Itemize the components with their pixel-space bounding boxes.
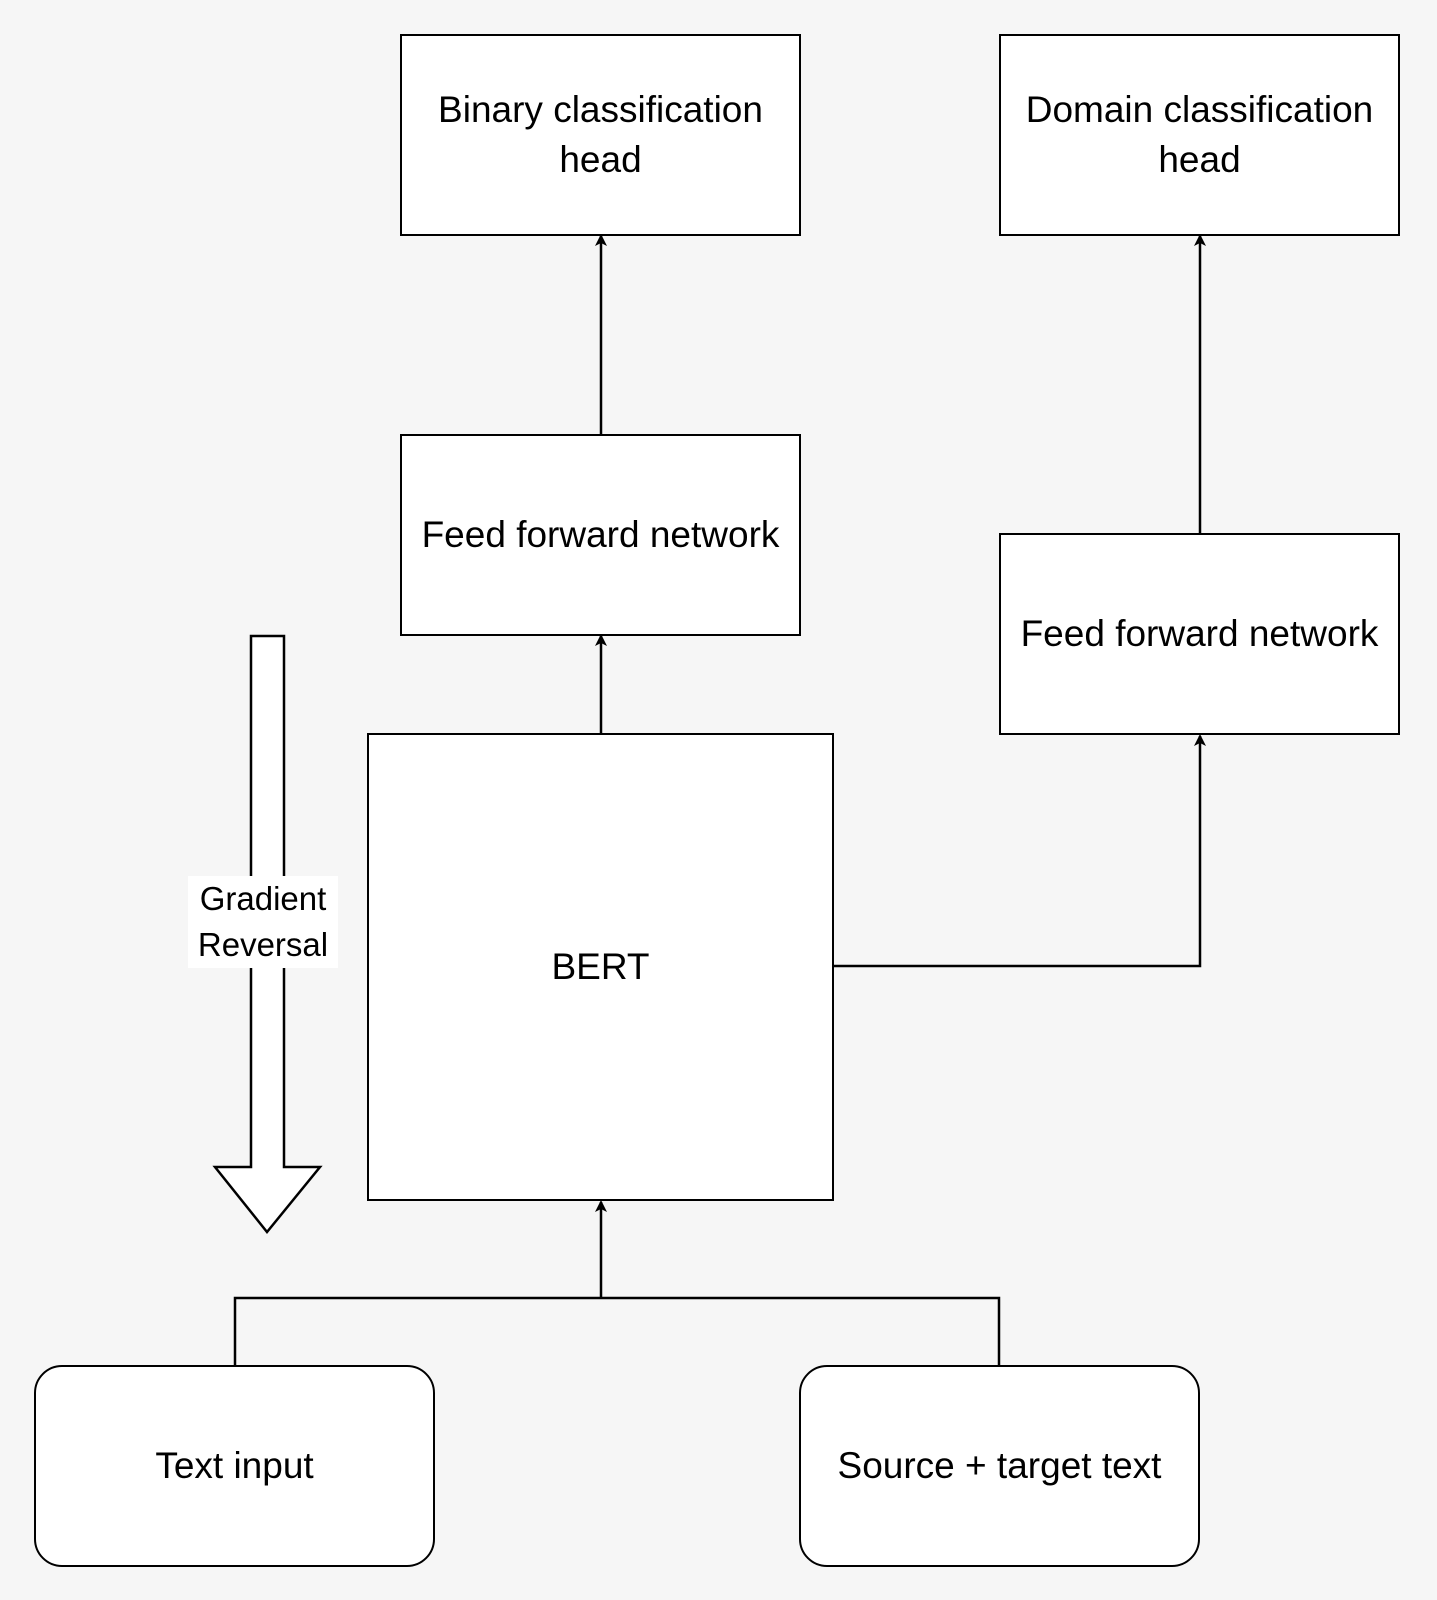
binary-classification-head-box: Binary classification head — [400, 34, 801, 236]
feed-forward-network-right-box: Feed forward network — [999, 533, 1400, 735]
text-input-label: Text input — [155, 1445, 314, 1486]
binary-classification-head-label: Binary classification head — [438, 89, 763, 180]
domain-classification-head-box: Domain classification head — [999, 34, 1400, 236]
source-target-text-label: Source + target text — [837, 1445, 1162, 1486]
bert-label: BERT — [551, 946, 650, 987]
edge-text-input-to-merge — [233, 1296, 601, 1365]
text-input-box: Text input — [34, 1365, 435, 1567]
gradient-reversal-label: Gradient Reversal — [188, 876, 338, 968]
edge-bert-to-ffn-right — [834, 734, 1206, 968]
feed-forward-network-left-label: Feed forward network — [421, 514, 780, 555]
source-target-text-box: Source + target text — [799, 1365, 1200, 1567]
feed-forward-network-right-label: Feed forward network — [1020, 613, 1379, 654]
domain-classification-head-label: Domain classification head — [1025, 89, 1374, 180]
bert-box: BERT — [367, 733, 834, 1201]
feed-forward-network-left-box: Feed forward network — [400, 434, 801, 636]
edge-source-target-to-merge — [601, 1296, 1001, 1365]
